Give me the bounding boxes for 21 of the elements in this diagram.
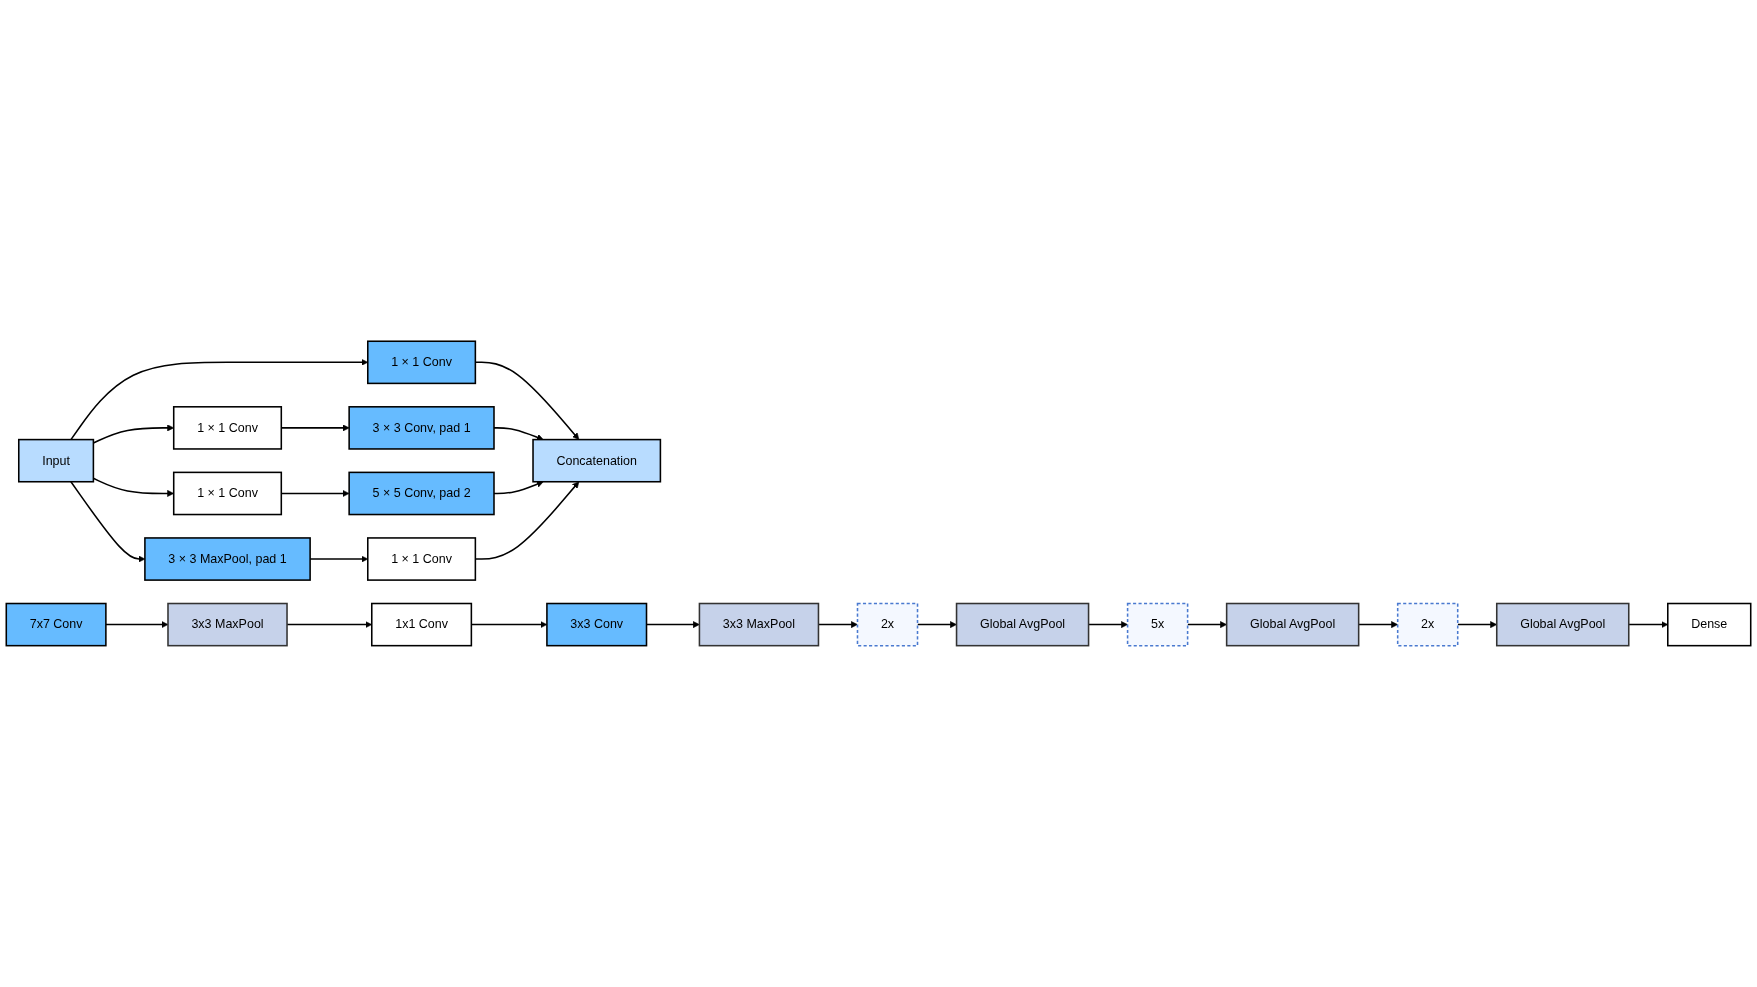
node-box: 1 × 1 Conv <box>172 471 283 516</box>
node-box: 3 × 3 MaxPool, pad 1 <box>144 537 311 581</box>
node-box: 1 × 1 Conv <box>367 340 477 385</box>
node-box: 7x7 Conv <box>5 602 107 647</box>
node-box: Global AvgPool <box>955 602 1090 647</box>
node-box: 3x3 MaxPool <box>167 602 288 647</box>
node-box: Input <box>18 438 95 483</box>
node-box: Concatenation <box>532 438 662 483</box>
node-box: 1x1 Conv <box>371 602 473 647</box>
node-box: 5 × 5 Conv, pad 2 <box>348 471 495 516</box>
node-box: 2x <box>856 602 919 647</box>
node-box: 2x <box>1396 602 1459 647</box>
node-box: 5x <box>1126 602 1189 647</box>
node-box: Dense <box>1667 602 1752 647</box>
node-box: 1 × 1 Conv <box>367 537 477 581</box>
node-box: Global AvgPool <box>1225 602 1360 647</box>
node-box: 3x3 MaxPool <box>698 602 820 647</box>
node-box: 3 × 3 Conv, pad 1 <box>348 406 495 450</box>
node-box: 3x3 Conv <box>546 602 648 647</box>
node-box: Global AvgPool <box>1495 602 1630 647</box>
node-box: 1 × 1 Conv <box>172 406 283 450</box>
